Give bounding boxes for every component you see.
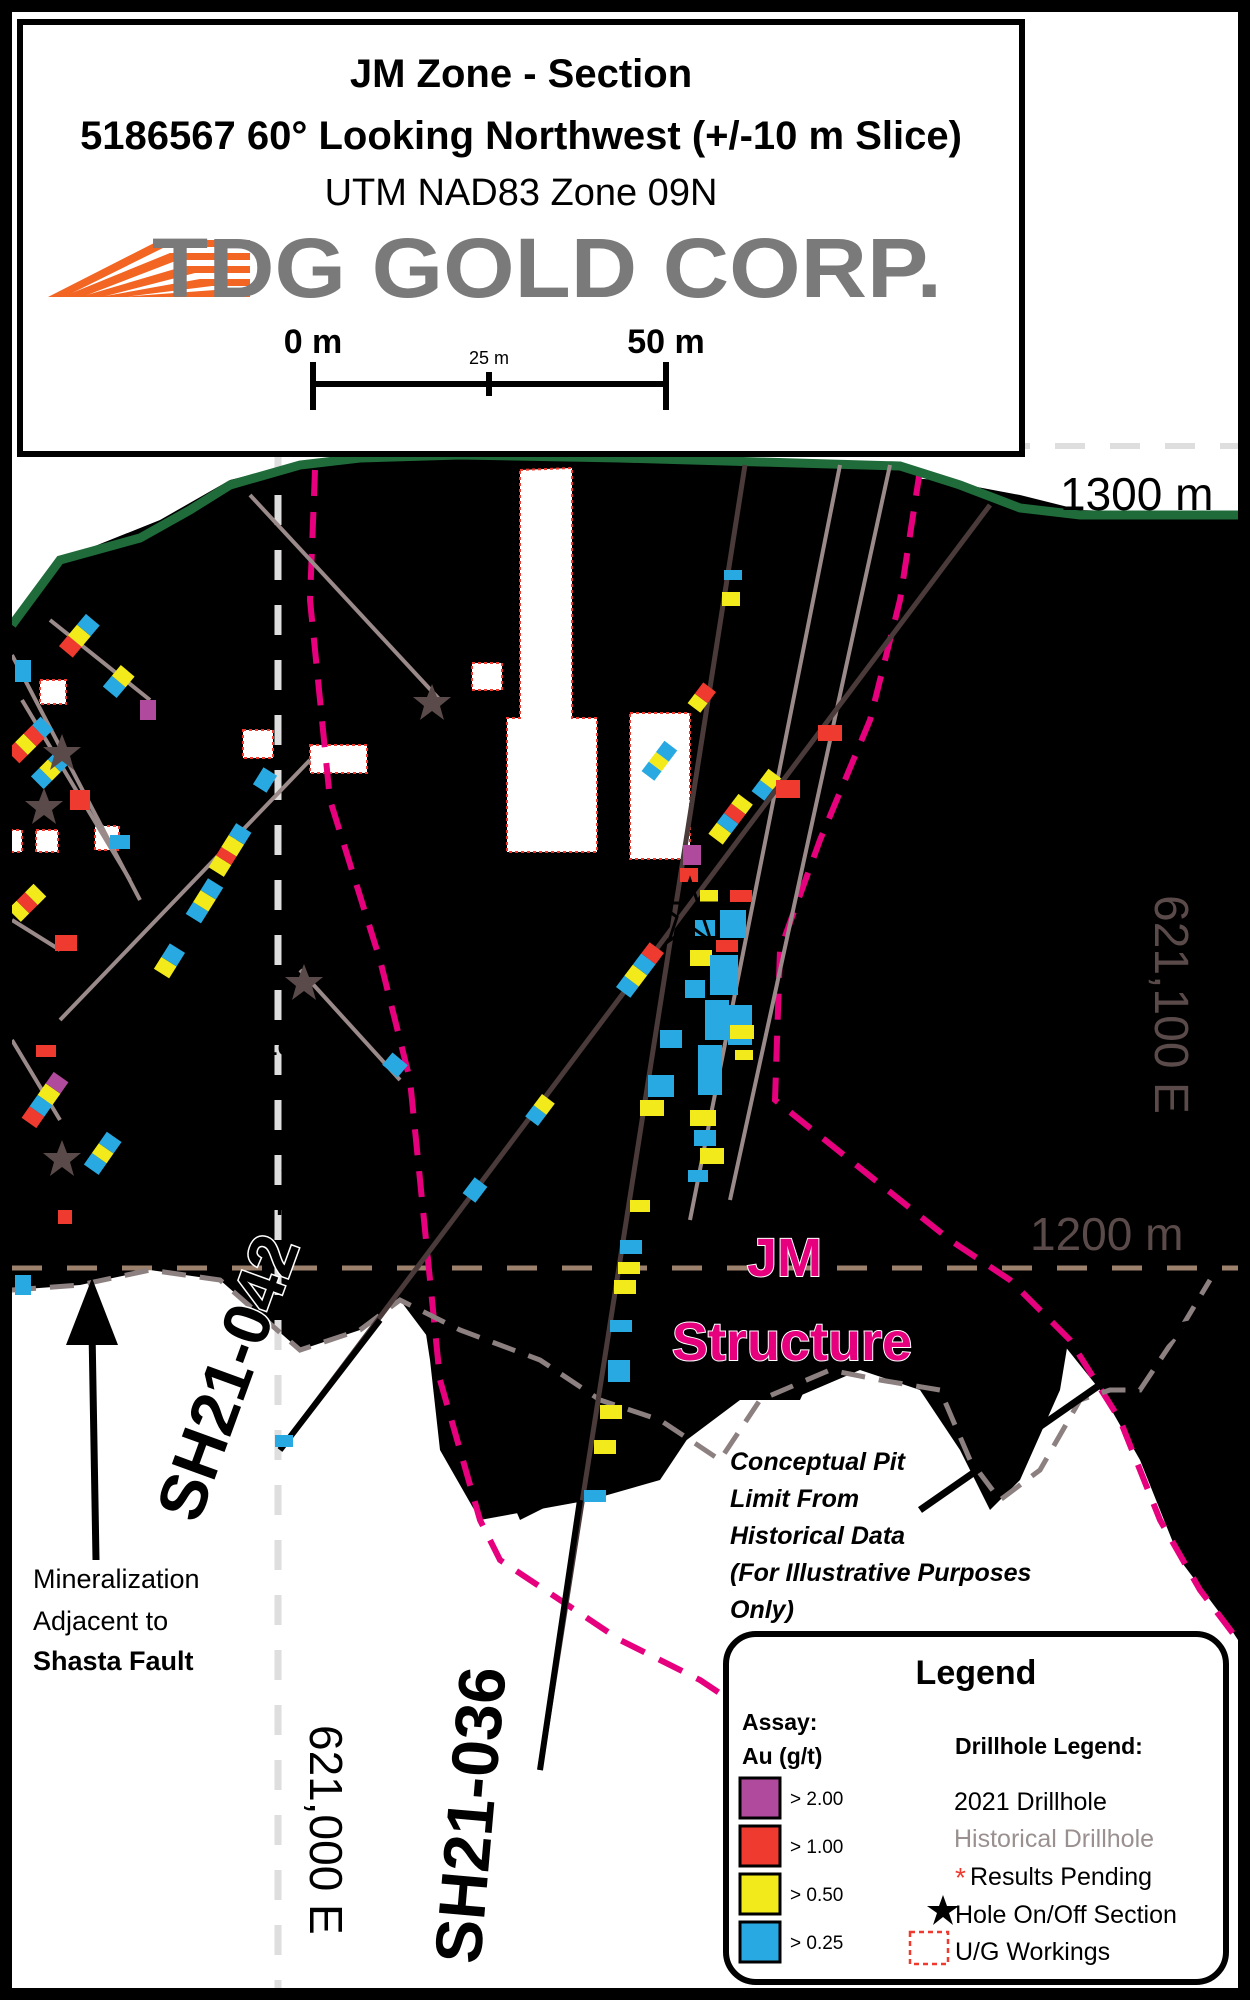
assay-swatches bbox=[738, 1776, 782, 1964]
halo-left-line-3: ('Halo' bbox=[162, 1111, 242, 1141]
easting-621000-label: 621,000 E bbox=[300, 1725, 352, 1935]
legend-box: Legend Assay: Au (g/t) > 2.00 > 1.00 > 0… bbox=[723, 1631, 1229, 1985]
halo-right-line-1: Mineralized bbox=[1010, 620, 1157, 650]
jm-structure-label: JM Structure bbox=[672, 1228, 912, 1372]
elevation-1200-label: 1200 m bbox=[1030, 1208, 1183, 1260]
workings-small-1 bbox=[471, 662, 503, 691]
projection-label: UTM NAD83 Zone 09N bbox=[325, 172, 718, 214]
photo-2-star bbox=[652, 875, 728, 945]
ug-workings bbox=[12, 466, 691, 860]
drillhole-legend-title: Drillhole Legend: bbox=[955, 1733, 1143, 1759]
assay-title-line-2: Au (g/t) bbox=[742, 1743, 822, 1769]
scale-start-label: 0 m bbox=[284, 323, 343, 361]
legend-pending-asterisk: * bbox=[955, 1862, 966, 1893]
halo-right-line-3: ('Halo' bbox=[1010, 696, 1090, 726]
workings-small-2 bbox=[242, 729, 274, 759]
assay-label-gt-2: > 2.00 bbox=[790, 1789, 843, 1810]
halo-right-line-4: Adjacent bbox=[1010, 734, 1124, 764]
legend-ug-workings: U/G Workings bbox=[955, 1938, 1110, 1966]
assay-swatch-gt-0-25 bbox=[738, 1920, 782, 1964]
section-star-2 bbox=[285, 964, 323, 1000]
jm-boundary bbox=[306, 469, 1238, 1723]
scale-mid-label: 25 m bbox=[469, 348, 509, 368]
pit-limit-line-3: Historical Data bbox=[730, 1522, 905, 1550]
drillhole-sh21-042-extension bbox=[277, 1318, 383, 1452]
halo-left-label: Mineralized Volcaniclastics ('Halo' Betw… bbox=[162, 1031, 380, 1221]
workings-small-7 bbox=[12, 829, 23, 853]
halo-right-line-5: To JM Zone) bbox=[1010, 772, 1167, 802]
shasta-annotation-line-2: Adjacent to bbox=[33, 1606, 168, 1636]
drillhole-sh21-036-extension bbox=[537, 1499, 583, 1771]
legend-star-icon bbox=[927, 1895, 959, 1925]
halo-left-line-1: Mineralized bbox=[162, 1031, 309, 1061]
legend-workings-icon bbox=[908, 1930, 950, 1966]
halo-left-line-2: Volcaniclastics bbox=[162, 1071, 355, 1101]
hole-on-off-section-markers bbox=[25, 684, 451, 1176]
assay-swatch-gt-1 bbox=[738, 1824, 782, 1868]
assay-label-gt-1: > 1.00 bbox=[790, 1837, 843, 1858]
shasta-annotation-line-1: Mineralization bbox=[33, 1564, 200, 1594]
pit-limit-annotation: Conceptual Pit Limit From Historical Dat… bbox=[730, 1448, 1038, 1624]
assay-label-gt-0-5: > 0.50 bbox=[790, 1885, 843, 1906]
title-box: JM Zone - Section 5186567 60° Looking No… bbox=[17, 19, 1025, 457]
assay-label-gt-0-25: > 0.25 bbox=[790, 1933, 843, 1954]
pit-limit-line-5: Only) bbox=[730, 1596, 794, 1624]
section-star-3 bbox=[43, 734, 81, 770]
jm-structure-line-1: JM bbox=[747, 1228, 822, 1288]
shasta-arrow bbox=[66, 1278, 118, 1561]
logo-swoosh-icon bbox=[48, 240, 250, 297]
parallel-hole-assays bbox=[688, 725, 842, 1182]
pit-limit-line-4: (For Illustrative Purposes bbox=[730, 1559, 1032, 1587]
photo-2-label: Photo 2 bbox=[535, 893, 627, 921]
logo: TDG GOLD CORP. bbox=[48, 221, 942, 315]
assay-title-line-1: Assay: bbox=[742, 1709, 817, 1735]
logo-text: TDG GOLD CORP. bbox=[152, 221, 942, 315]
map-title: JM Zone - Section bbox=[350, 52, 692, 96]
halo-left-line-5: Fault & JM Zone) bbox=[162, 1191, 380, 1221]
scale-bar: 0 m 25 m 50 m bbox=[284, 323, 705, 410]
pit-limit-line-2: Limit From bbox=[730, 1485, 859, 1513]
section-star-5 bbox=[43, 1140, 81, 1176]
legend-hole-on-off: Hole On/Off Section bbox=[955, 1901, 1177, 1929]
assay-swatch-gt-0-5 bbox=[738, 1872, 782, 1916]
legend-historical-drillhole: Historical Drillhole bbox=[954, 1825, 1154, 1853]
workings-small-5 bbox=[35, 829, 59, 853]
sh21-036-assays bbox=[584, 570, 742, 1502]
easting-621100-label: 621,100 E bbox=[1144, 895, 1197, 1114]
section-star-1 bbox=[413, 684, 451, 720]
halo-right-line-2: Volcaniclastics bbox=[1010, 658, 1203, 688]
shasta-annotation: Mineralization Adjacent to Shasta Fault bbox=[33, 1564, 207, 1676]
shasta-zone bbox=[12, 465, 290, 1290]
section-star-4 bbox=[25, 788, 63, 824]
assay-intervals bbox=[12, 570, 842, 1502]
pit-limit-line-1: Conceptual Pit bbox=[730, 1448, 907, 1476]
shasta-annotation-line-3: Shasta Fault bbox=[33, 1646, 194, 1676]
pit-limit-arrow bbox=[918, 1320, 1192, 1513]
halo-right-label: Mineralized Volcaniclastics ('Halo' Adja… bbox=[1010, 620, 1211, 802]
elevation-1300-label: 1300 m bbox=[1060, 468, 1213, 520]
legend-title: Legend bbox=[916, 1654, 1037, 1692]
workings-block-right bbox=[629, 712, 691, 860]
legend-current-drillhole: 2021 Drillhole bbox=[954, 1788, 1107, 1816]
map-subtitle: 5186567 60° Looking Northwest (+/-10 m S… bbox=[80, 114, 962, 158]
workings-small-3 bbox=[309, 744, 368, 774]
workings-shaft bbox=[506, 466, 598, 853]
assay-swatch-gt-2 bbox=[738, 1776, 782, 1820]
jm-structure-line-2: Structure bbox=[672, 1312, 912, 1372]
scale-end-label: 50 m bbox=[627, 323, 705, 361]
workings-small-4 bbox=[39, 679, 67, 705]
halo-left-line-4: Between Shasta bbox=[162, 1151, 370, 1181]
legend-results-pending: Results Pending bbox=[970, 1863, 1152, 1891]
